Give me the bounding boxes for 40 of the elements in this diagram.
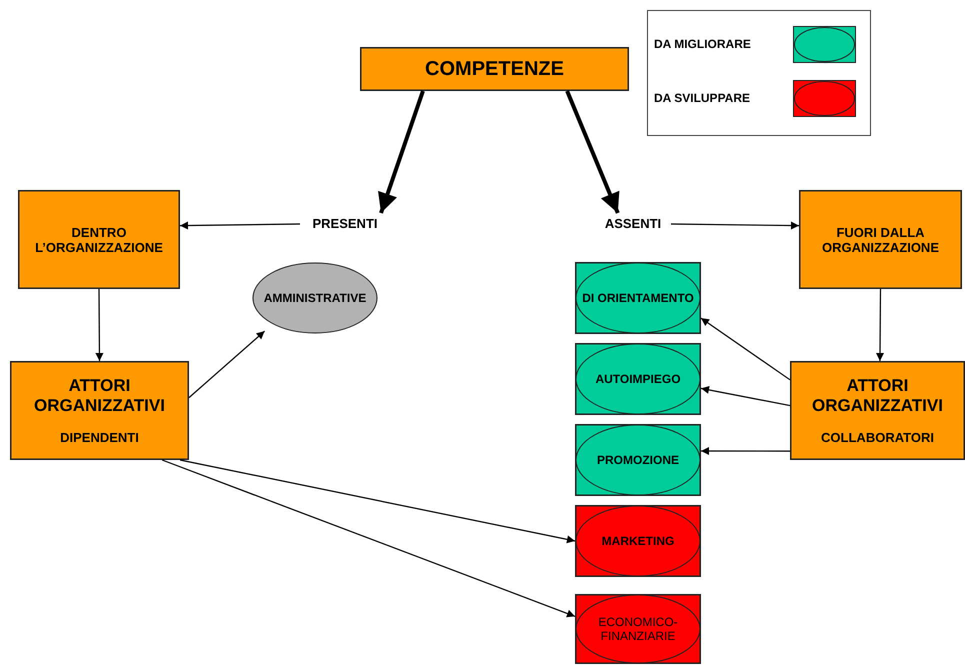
arrow — [378, 90, 425, 214]
node-title: COMPETENZE — [424, 58, 565, 80]
arrow — [671, 222, 799, 230]
arrow — [701, 447, 790, 455]
competence-box — [575, 594, 701, 664]
process-box — [18, 190, 180, 289]
node-title: ATTORI ORGANIZZATIVI — [33, 376, 166, 416]
category-ellipse — [252, 262, 378, 334]
arrow — [565, 90, 620, 214]
process-box — [10, 361, 189, 460]
node-title: AMMINISTRATIVE — [262, 291, 368, 305]
competence-box — [575, 424, 701, 496]
competence-box — [575, 505, 701, 577]
process-box — [360, 47, 629, 91]
node-title: ATTORI ORGANIZZATIVI — [811, 376, 944, 416]
competence-box — [575, 262, 701, 334]
node-subtitle: DIPENDENTI — [59, 430, 140, 445]
arrow — [700, 318, 790, 380]
process-box — [799, 190, 962, 289]
arrow — [876, 289, 884, 361]
node-title: FUORI DALLA ORGANIZZAZIONE — [821, 224, 940, 254]
arrow — [188, 330, 265, 398]
process-box — [790, 361, 965, 460]
category-label: PRESENTI — [300, 213, 390, 233]
competence-box — [575, 343, 701, 415]
category-label: ASSENTI — [595, 213, 671, 233]
legend-label: DA MIGLIORARE — [654, 37, 751, 51]
arrow — [180, 222, 300, 230]
node-title: AUTOIMPIEGO — [594, 372, 682, 386]
arrow — [700, 386, 790, 406]
node-title: PROMOZIONE — [596, 453, 680, 467]
arrow — [95, 289, 104, 361]
node-title: DI ORIENTAMENTO — [581, 291, 695, 305]
node-subtitle: COLLABORATORI — [820, 430, 935, 445]
arrow — [180, 459, 576, 544]
legend-label: DA SVILUPPARE — [654, 91, 750, 105]
arrow — [162, 459, 576, 618]
node-title: DENTRO L’ORGANIZZAZIONE — [34, 224, 164, 254]
node-title: ECONOMICO-FINANZIARIE — [597, 615, 679, 643]
node-title: MARKETING — [600, 534, 676, 548]
